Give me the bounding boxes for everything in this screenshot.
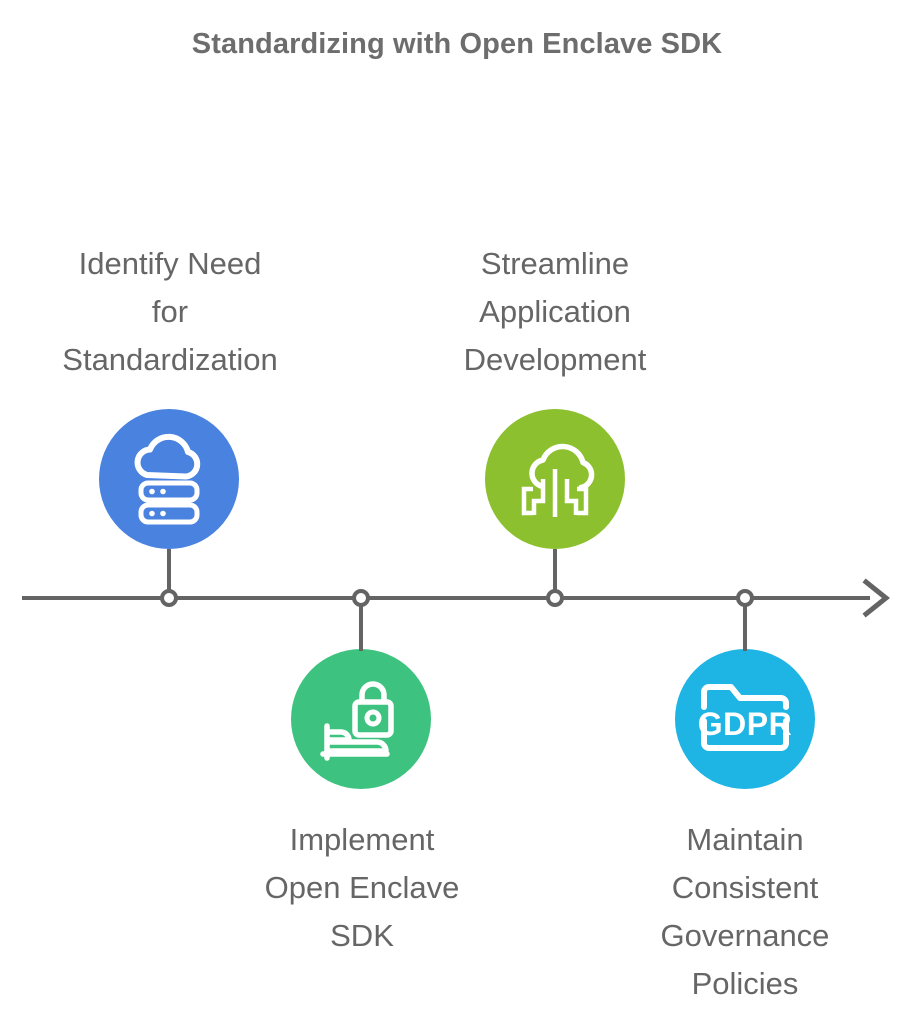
timeline-node-3[interactable] <box>546 589 564 607</box>
timeline-axis <box>22 596 870 600</box>
lock-bed-icon[interactable] <box>291 649 431 789</box>
step-label-4: Maintain Consistent Governance Policies <box>660 822 830 1002</box>
step-label-2: Implement Open Enclave SDK <box>264 822 460 954</box>
gdpr-folder-icon[interactable]: GDPR <box>675 649 815 789</box>
arrow-right-icon <box>862 576 891 620</box>
gdpr-label: GDPR <box>698 706 792 742</box>
cloud-circuit-icon[interactable] <box>485 409 625 549</box>
timeline-node-4[interactable] <box>736 589 754 607</box>
step-label-1: Identify Need for Standardization <box>62 246 278 378</box>
timeline-stem-1 <box>167 549 171 601</box>
page-title: Standardizing with Open Enclave SDK <box>191 28 723 60</box>
timeline-stem-4 <box>743 597 747 651</box>
cloud-server-icon[interactable] <box>99 409 239 549</box>
timeline-stem-2 <box>359 597 363 651</box>
timeline-node-1[interactable] <box>160 589 178 607</box>
step-label-3: Streamline Application Development <box>463 246 647 378</box>
timeline-stem-3 <box>553 549 557 601</box>
timeline-node-2[interactable] <box>352 589 370 607</box>
